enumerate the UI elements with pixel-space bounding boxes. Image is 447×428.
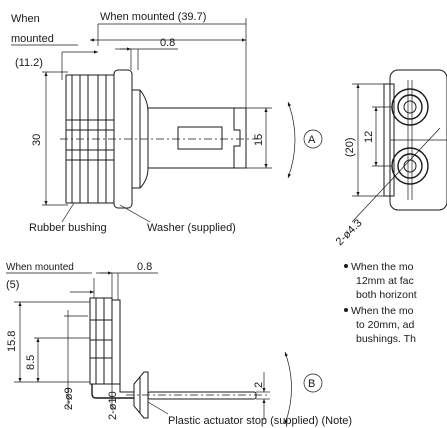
actuator-shaft <box>147 107 247 169</box>
dim-washer: 0.8 <box>160 37 175 49</box>
dim-inner: 8.5 <box>25 355 37 370</box>
direction-marker-a <box>303 129 323 149</box>
note-1-line1: When the mo <box>351 261 414 273</box>
bullet-2 <box>344 308 348 312</box>
label-stop: Plastic actuator stop (supplied) (Note) <box>168 415 352 427</box>
dim-actuator-width: 15 <box>253 134 265 146</box>
label-when-line1: When <box>11 13 40 25</box>
plastic-actuator-stop <box>133 371 149 419</box>
dim-hole-pitch-outer: (20) <box>344 137 356 157</box>
label-when-mounted: When mounted <box>6 262 74 273</box>
dim-hole-dia: 2-ø4.3 <box>334 217 365 248</box>
side-view: (20) 12 2-ø4.3 <box>334 69 447 248</box>
note-1-line3: both horizont <box>356 289 417 301</box>
label-rubber-bushing: Rubber bushing <box>29 222 107 234</box>
notes: When the mo 12mm at fac both horizont Wh… <box>344 261 417 345</box>
dim-hole-pitch: 12 <box>363 131 375 143</box>
direction-marker-b <box>303 373 323 393</box>
svg-text:B: B <box>308 378 315 390</box>
dim-dia9: 2-ø9 <box>63 387 75 410</box>
rotation-arc-b <box>284 351 292 425</box>
top-view: When mounted (11.2) When mounted (39.7) … <box>11 11 323 234</box>
dim-bushing-offset: (11.2) <box>15 57 43 69</box>
rotation-arc-a <box>287 101 296 179</box>
bushing-body-bottom <box>89 297 113 385</box>
bullet-1 <box>344 264 348 268</box>
label-washer: Washer (supplied) <box>147 222 236 234</box>
bushing-body <box>65 74 115 204</box>
note-2-line2: to 20mm, ad <box>356 319 415 331</box>
washer-bottom <box>111 299 121 385</box>
dim-height: 30 <box>31 134 43 146</box>
dim-dia10: 2-ø10 <box>107 391 119 420</box>
dim-height-bottom: 15.8 <box>6 331 18 352</box>
dim-washer-bottom: 0.8 <box>137 261 152 273</box>
note-2-line1: When the mo <box>351 305 414 317</box>
actuator-rod <box>147 391 257 400</box>
dim-offset: (5) <box>6 279 19 291</box>
label-mounted-line2: mounted <box>11 33 54 45</box>
dim-rod: 2 <box>253 382 265 388</box>
note-2-line3: bushings. Th <box>356 333 416 345</box>
dim-when-mounted-total: When mounted (39.7) <box>100 11 206 23</box>
bottom-view: When mounted (5) 0.8 15.8 8.5 2-ø9 2-ø10 <box>6 261 352 427</box>
svg-text:A: A <box>308 134 316 146</box>
note-1-line2: 12mm at fac <box>356 275 414 287</box>
